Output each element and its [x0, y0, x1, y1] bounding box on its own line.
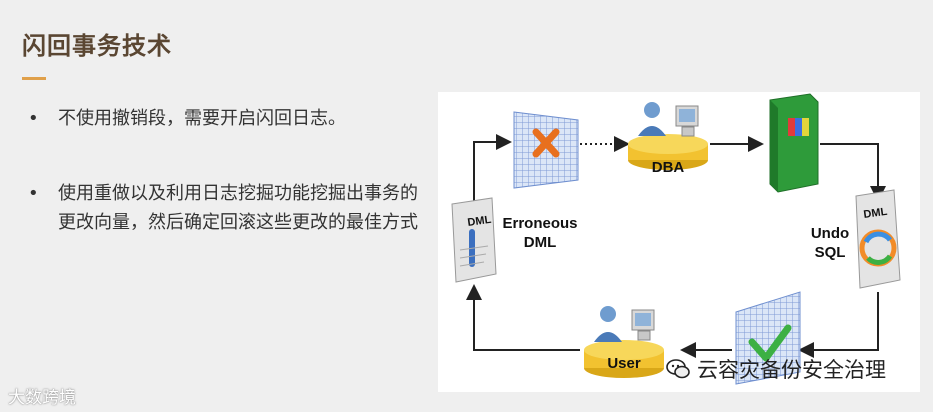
- flow-line-left: [473, 134, 512, 202]
- corrected-grid-icon: [735, 291, 801, 385]
- dml-left-label: DML: [467, 214, 493, 229]
- flow-line-bottom-left: [466, 284, 580, 351]
- user-label: User: [607, 355, 641, 372]
- bullet-marker: •: [28, 183, 39, 204]
- bullet-marker: •: [28, 108, 39, 129]
- redo-log-book-icon: [769, 93, 819, 193]
- page-title: 闪回事务技术: [22, 32, 172, 60]
- erroneous-label-line1: Erroneous: [502, 215, 577, 232]
- wechat-icon: [666, 359, 690, 379]
- bullet-list: • 不使用撤销段，需要开启闪回日志。 • 使用重做以及利用日志挖掘功能挖掘出事务…: [28, 104, 428, 237]
- flow-line-right-down: [798, 292, 879, 358]
- watermark-left: 大数跨境: [8, 383, 76, 408]
- watermark-right: 云容灾备份安全治理: [665, 354, 886, 384]
- dml-right-label: DML: [863, 206, 889, 221]
- erroneous-label-line2: DML: [524, 234, 557, 251]
- dml-document-icon-left: [451, 197, 497, 283]
- watermark-right-text: 云容灾备份安全治理: [697, 358, 886, 382]
- undo-label-line2: SQL: [815, 244, 846, 261]
- dba-user-icon: [628, 102, 708, 170]
- undo-label-line1: Undo: [811, 225, 849, 242]
- bullet-item-2: • 使用重做以及利用日志挖掘功能挖掘出事务的更改向量，然后确定回滚这些更改的最佳…: [28, 179, 428, 237]
- watermark-left-text: 大数跨境: [8, 388, 76, 408]
- erroneous-grid-icon: [513, 111, 579, 189]
- bullet-item-1: • 不使用撤销段，需要开启闪回日志。: [28, 104, 428, 133]
- bullet-text: 不使用撤销段，需要开启闪回日志。: [58, 108, 346, 129]
- title-accent-line: [22, 77, 46, 80]
- diagram-svg: DBA Erroneous DML DML DML Undo SQL: [451, 93, 901, 385]
- user-icon: [584, 306, 664, 378]
- dml-document-icon-right: [855, 189, 901, 289]
- bullet-text: 使用重做以及利用日志挖掘功能挖掘出事务的更改向量，然后确定回滚这些更改的最佳方式: [58, 183, 418, 233]
- dba-label: DBA: [652, 159, 685, 176]
- flashback-diagram: DBA Erroneous DML DML DML Undo SQL: [438, 92, 920, 392]
- flow-line-right: [820, 143, 886, 202]
